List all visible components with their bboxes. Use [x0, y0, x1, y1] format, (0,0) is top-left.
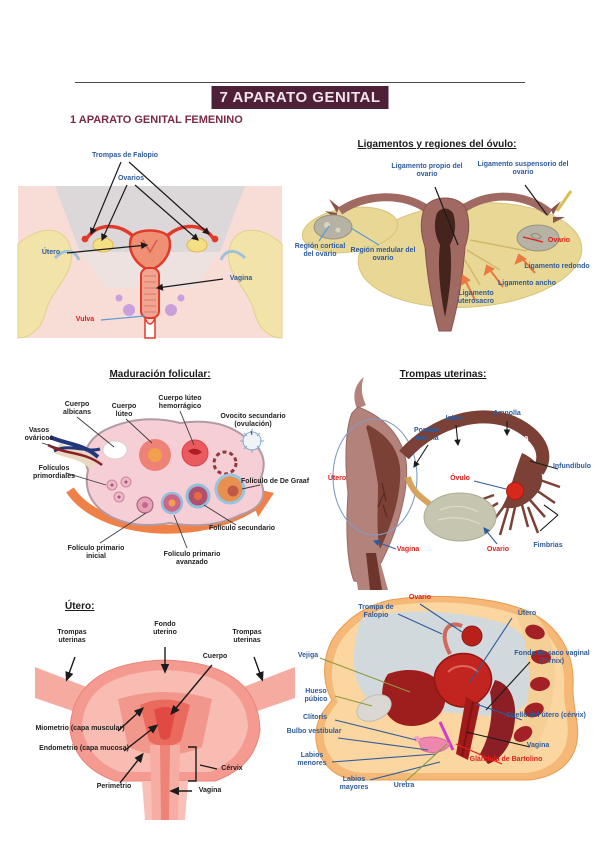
label-porcion-uterina: Porción uterina — [413, 427, 441, 442]
label-trompas-uterinas-izq: Trompas uterinas — [57, 629, 87, 644]
label-ligamento-uterosacro: Ligamento uterosacro — [457, 290, 495, 305]
foliculos-illustration — [41, 410, 274, 549]
label-bulbo-vestibular: Bulbo vestibular — [286, 728, 342, 735]
label-foliculos-primordiales: Folículos primordiales — [32, 465, 75, 480]
label-vulva: Vulva — [75, 316, 95, 323]
label-vagina: Vagina — [396, 546, 420, 553]
label-hueso-pubico: Hueso púbico — [304, 688, 328, 703]
label-glandula-de-bartolino: Glándula de Bartolino — [469, 756, 543, 763]
label-cuerpo-luteo-hemorragico: Cuerpo lúteo hemorrágico — [158, 395, 202, 410]
figure-ligamentos: Ligamentos y regiones del óvulo: Ligamen… — [295, 135, 595, 335]
label-utero: Útero — [327, 475, 347, 482]
label-uretra: Uretra — [393, 782, 415, 789]
sagital-illustration — [315, 595, 579, 783]
label-ligamento-redondo: Ligamento redondo — [524, 263, 590, 270]
label-ovarios: Ovarios — [117, 175, 145, 182]
label-cuerpo-albicans: Cuerpo albicans — [62, 401, 91, 416]
label-miometrio: Miometrio (capa muscular) — [35, 725, 125, 732]
label-cuerpo: Cuerpo — [202, 653, 228, 660]
pelvis-illustration — [17, 161, 283, 339]
label-vagina: Vagina — [526, 742, 550, 749]
trompas-illustration — [332, 377, 561, 590]
label-foliculo-secundario: Folículo secundario — [208, 525, 276, 532]
utero-heading: Útero: — [65, 601, 95, 612]
foliculos-heading: Maduración folicular: — [109, 369, 211, 380]
figure-trompas-uterinas: Trompas uterinas: Istmo Ampolla Porción … — [300, 365, 600, 590]
label-trompas-uterinas-der: Trompas uterinas — [232, 629, 262, 644]
label-fondo-de-saco: Fondo de saco vaginal (fórnix) — [514, 650, 590, 665]
label-foliculo-de-graaf: Folículo de De Graaf — [240, 478, 310, 485]
label-trompas-de-falopio: Trompas de Falopio — [91, 152, 159, 159]
label-fondo-uterino: Fondo uterino — [153, 621, 177, 636]
label-perimetrio: Perimetrio — [96, 783, 132, 790]
figure-pelvis-frontal: Trompas de Falopio Ovarios Útero Vagina … — [15, 148, 285, 343]
label-ovario: Ovario — [408, 594, 432, 601]
label-foliculo-primario-inicial: Folículo primario inicial — [67, 545, 125, 560]
label-ovulo: Óvulo — [450, 475, 470, 482]
label-infundibulo: Infundíbulo — [552, 463, 592, 470]
label-utero: Útero — [41, 249, 61, 256]
header-rule — [75, 82, 525, 83]
label-cuello-del-utero: Cuello del útero (cérvix) — [506, 712, 586, 719]
label-vagina: Vagina — [229, 275, 253, 282]
label-vasos-ovaricos: Vasos ováricos — [24, 427, 54, 442]
section-heading: 1 APARATO GENITAL FEMENINO — [70, 114, 243, 126]
label-ligamento-propio: Ligamento propio del ovario — [391, 163, 463, 178]
figure-maduracion-folicular: Maduración folicular: Cuerpo albicans Cu… — [20, 365, 310, 580]
figure-sagital: Trompa de Falopio Ovario Útero Vejiga Fo… — [287, 592, 600, 822]
figure-utero: Útero: Trompas uterinas Fondo uterino Tr… — [20, 595, 310, 820]
label-labios-mayores: Labios mayores — [339, 776, 369, 791]
label-istmo: Istmo — [445, 415, 465, 422]
label-vagina: Vagina — [198, 787, 222, 794]
label-ovocito-secundario: Ovocito secundario (ovulación) — [220, 413, 286, 428]
page-title: 7 APARATO GENITAL — [211, 86, 389, 109]
label-ligamento-ancho: Ligamento ancho — [498, 280, 556, 287]
label-ligamento-suspensorio: Ligamento suspensorio del ovario — [477, 161, 569, 176]
label-ovario: Ovario — [547, 237, 571, 244]
label-ampolla: Ampolla — [493, 410, 521, 417]
label-foliculo-primario-avanzado: Folículo primario avanzado — [163, 551, 221, 566]
utero-illustration — [35, 647, 295, 820]
ligamentos-heading: Ligamentos y regiones del óvulo: — [357, 139, 517, 150]
label-cuerpo-luteo: Cuerpo lúteo — [111, 403, 137, 418]
label-trompa-uterina: Trompa uterina — [477, 435, 529, 442]
label-labios-menores: Labios menores — [297, 752, 327, 767]
label-clitoris: Clítoris — [302, 714, 328, 721]
label-endometrio: Endometrio (capa mucosa) — [39, 745, 129, 752]
trompas-heading: Trompas uterinas: — [399, 369, 487, 380]
ligamentos-illustration — [301, 184, 583, 332]
label-utero: Útero — [517, 610, 537, 617]
label-fimbrias: Fimbrias — [533, 542, 563, 549]
label-trompa-de-falopio: Trompa de Falopio — [358, 604, 394, 619]
label-region-cortical: Región cortical del ovario — [294, 243, 346, 258]
label-region-medular: Región medular del ovario — [350, 247, 416, 262]
label-cervix: Cérvix — [221, 765, 243, 772]
label-ovario: Ovario — [486, 546, 510, 553]
label-vejiga: Vejiga — [297, 652, 319, 659]
